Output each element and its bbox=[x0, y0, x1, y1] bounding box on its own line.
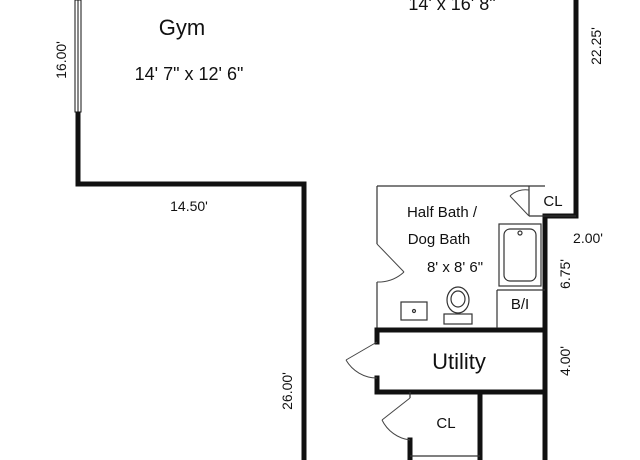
closet-bottom-door-swing bbox=[381, 419, 411, 441]
measure-bottom-14-50: 14.50' bbox=[170, 198, 208, 214]
gym-dimensions: 14' 7" x 12' 6" bbox=[135, 64, 244, 84]
closet-bottom-name: CL bbox=[436, 415, 455, 432]
utility-name: Utility bbox=[432, 349, 486, 374]
sink-drain bbox=[411, 308, 417, 314]
bathtub-basin bbox=[503, 228, 537, 282]
closet-bottom-door-leaf bbox=[381, 397, 411, 421]
measure-right-6-75: 6.75' bbox=[557, 259, 573, 289]
half-bath-dimensions: 8' x 8' 6" bbox=[427, 259, 483, 276]
toilet-tank bbox=[443, 313, 473, 325]
half-bath-name-line1: Half Bath / bbox=[407, 204, 478, 221]
bath-door-swing bbox=[376, 271, 405, 283]
closet-top-door-leaf bbox=[509, 195, 530, 217]
doors bbox=[345, 189, 530, 441]
gym-window bbox=[74, 0, 82, 113]
walls bbox=[75, 0, 579, 460]
labels: 14' x 16' 8" Gym 14' 7" x 12' 6" Half Ba… bbox=[53, 0, 604, 432]
toilet-bowl-inner bbox=[450, 290, 466, 308]
bathtub-drain bbox=[517, 230, 523, 236]
top-room-dimensions: 14' x 16' 8" bbox=[408, 0, 495, 14]
utility-door-swing bbox=[345, 359, 378, 379]
measure-left-26-00: 26.00' bbox=[279, 372, 295, 410]
closet-top-name: CL bbox=[543, 193, 562, 210]
measure-right-22-25: 22.25' bbox=[588, 27, 604, 65]
bath-door-leaf bbox=[376, 243, 405, 273]
measure-right-4-00: 4.00' bbox=[557, 346, 573, 376]
half-bath-name-line2: Dog Bath bbox=[408, 231, 471, 248]
built-in-name: B/I bbox=[511, 296, 529, 313]
utility-door-leaf bbox=[345, 341, 378, 361]
measure-right-2-00: 2.00' bbox=[573, 230, 603, 246]
fixtures bbox=[400, 223, 542, 325]
gym-name: Gym bbox=[159, 15, 205, 40]
closet-top-door-swing bbox=[509, 189, 530, 197]
measure-left-16: 16.00' bbox=[53, 41, 69, 79]
